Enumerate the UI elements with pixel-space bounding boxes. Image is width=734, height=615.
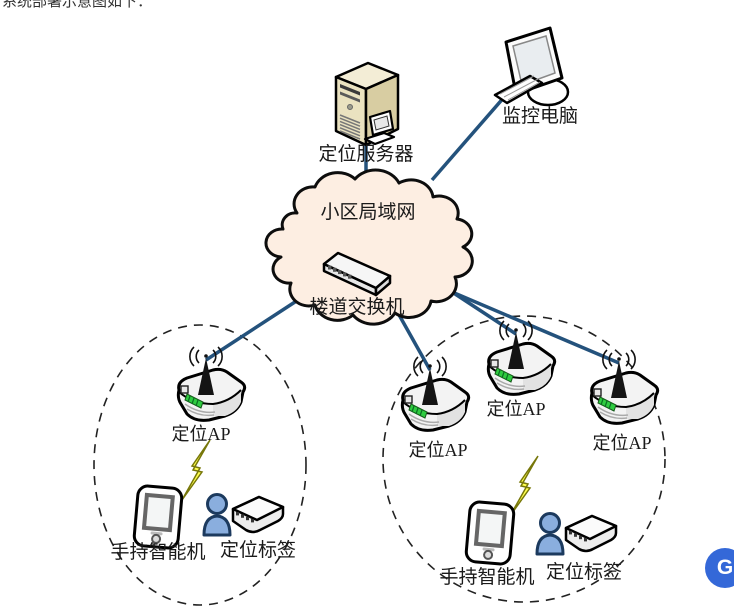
ap-icon-right-1 (400, 355, 471, 432)
monitor-label: 监控电脑 (502, 105, 578, 127)
switch-label: 楼道交换机 (309, 296, 404, 318)
server-label: 定位服务器 (318, 143, 413, 165)
switch-top (322, 251, 392, 290)
top-clipped-caption: 系统部署示意图如下： (2, 0, 153, 10)
tag-left-label: 定位标签 (220, 539, 296, 561)
ap-icon-right-3 (589, 348, 660, 425)
person-tag-icon-right (535, 512, 618, 556)
server-icon (334, 61, 400, 147)
assistant-button-glyph: G (716, 556, 734, 579)
link-lan-to-ap-left (205, 298, 299, 362)
ap-right-3-label: 定位AP (592, 433, 651, 453)
switch-port (333, 267, 337, 272)
phone-left-label: 手持智能机 (110, 541, 205, 563)
switch-port (348, 274, 352, 279)
monitor-screen (512, 35, 556, 86)
keyboard-keys (499, 75, 541, 101)
lightning-icon-right (509, 455, 539, 517)
switch-icon (322, 251, 392, 297)
server-vents (339, 114, 361, 140)
smartphone-icon-right (463, 499, 517, 567)
ap-left-label: 定位AP (171, 424, 230, 444)
switch-port (343, 272, 347, 277)
link-lan-to-ap-r1 (396, 312, 432, 371)
person-tag-icon-left (202, 493, 285, 537)
server-drive-slot (340, 84, 360, 96)
lan-cloud-label: 小区局域网 (320, 201, 415, 223)
server-drive-slot (340, 91, 360, 103)
tag-right-label: 定位标签 (546, 561, 622, 583)
assistant-floating-button[interactable]: G (705, 548, 734, 588)
mini-terminal-screen (373, 115, 390, 131)
lightning-icon-left (181, 439, 211, 501)
ap-right-2-label: 定位AP (486, 399, 545, 419)
lan-cloud (264, 168, 474, 326)
server-power-button (347, 104, 353, 110)
phone-right-label: 手持智能机 (439, 566, 534, 588)
link-lan-to-ap-r3 (451, 290, 620, 365)
ap-right-1-label: 定位AP (408, 440, 467, 460)
coverage-ellipse-left (93, 324, 307, 606)
switch-port (328, 265, 332, 270)
coverage-ellipse-right (382, 315, 666, 603)
smartphone-icon-left (131, 483, 185, 551)
monitor-computer-icon (493, 26, 570, 107)
switch-port (338, 270, 342, 275)
mini-terminal-keyboard (363, 131, 396, 146)
